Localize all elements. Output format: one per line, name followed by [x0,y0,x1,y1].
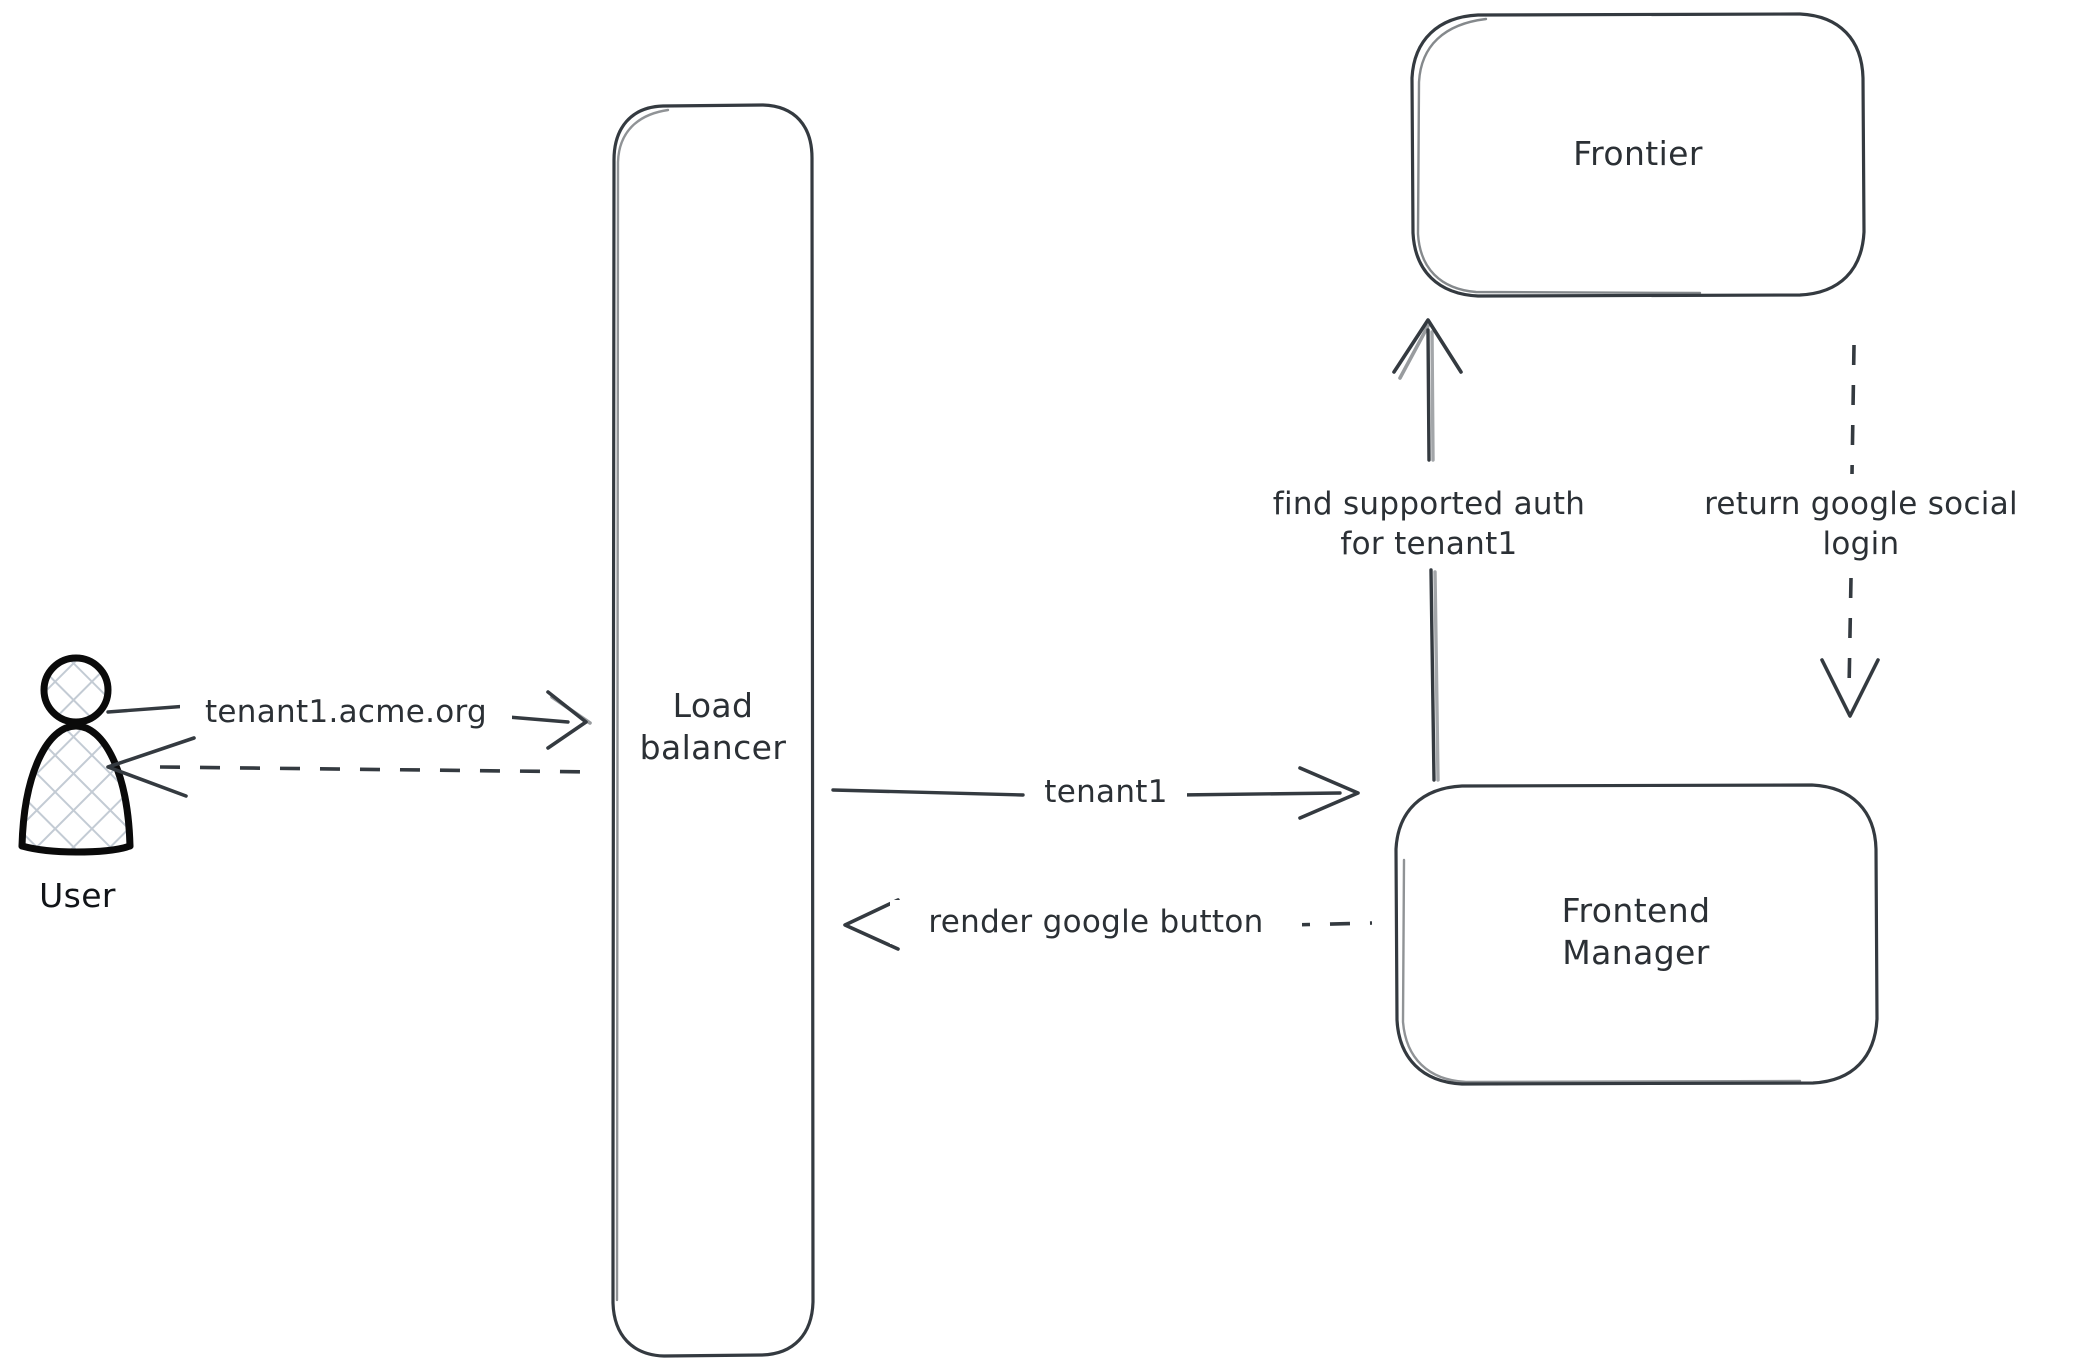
node-frontier-shape[interactable] [1410,12,1866,298]
edge-lb-to-user [106,736,597,798]
node-frontend-manager-shape[interactable] [1394,783,1879,1086]
edge-label-return-google-social-login: return google social login [1655,482,2067,567]
edge-label-tenant1: tenant1 [1025,770,1187,815]
user-caption: User [39,876,116,915]
user-actor-icon [18,654,134,856]
edge-fm-to-lb [843,898,1373,951]
edge-fm-to-frontier [1392,318,1463,782]
edge-frontier-to-fm [1820,344,1880,718]
edge-label-tenant1-acme-org: tenant1.acme.org [180,690,512,735]
edge-lb-to-fm [831,766,1360,820]
node-load-balancer-shape[interactable] [611,103,815,1358]
edge-label-render-google-button: render google button [890,900,1302,945]
edge-label-find-supported-auth: find supported auth for tenant1 [1218,482,1640,567]
